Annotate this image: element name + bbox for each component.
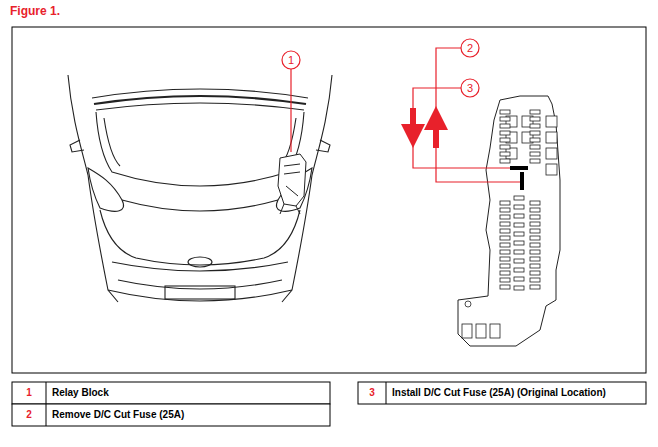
- callout-circle: [461, 39, 479, 57]
- fuse-mark: [520, 172, 524, 190]
- table-number: 2: [26, 409, 32, 421]
- leader-line: [436, 48, 520, 182]
- table-cell: Relay Block: [52, 387, 109, 399]
- callout-number: 3: [467, 82, 473, 95]
- relay-block-outline: [458, 96, 560, 346]
- car-drawing: [68, 75, 332, 302]
- table-number: 3: [369, 387, 375, 399]
- leader-line: [413, 88, 510, 168]
- install-arrow: [410, 108, 416, 136]
- fuse-grid: [500, 110, 557, 290]
- callout-number: 2: [467, 42, 473, 55]
- leader-line: [290, 69, 291, 152]
- table-number: 1: [26, 387, 32, 399]
- table-cell: Install D/C Cut Fuse (25A) (Original Loc…: [392, 387, 606, 399]
- callout-circle: [461, 79, 479, 97]
- callout-circle: [282, 51, 300, 69]
- fuse-mark: [510, 166, 528, 170]
- table-cell: Remove D/C Cut Fuse (25A): [52, 409, 184, 421]
- connector-blocks: [462, 301, 500, 338]
- figure-frame: [12, 27, 646, 373]
- figure-title: Figure 1.: [10, 5, 60, 19]
- remove-arrow: [433, 118, 439, 148]
- relay-block-location: [278, 154, 306, 214]
- callout-number: 1: [288, 54, 294, 67]
- legend-table: [12, 382, 646, 426]
